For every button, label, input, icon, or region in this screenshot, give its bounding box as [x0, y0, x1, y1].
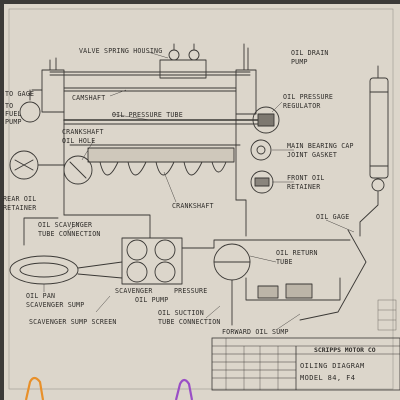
- label-oil-return: OIL RETURN: [276, 249, 318, 257]
- title-block: SCRIPPS MOTOR CO OILING DIAGRAM MODEL 84…: [211, 337, 400, 391]
- forward-oil-sump: [245, 277, 341, 301]
- label-scavenger-sump-screen: SCAVENGER SUMP SCREEN: [29, 318, 117, 326]
- binder-clips: [24, 376, 194, 400]
- label-scavenger: SCAVENGER: [115, 287, 153, 295]
- scavenger-pump-body: [121, 237, 183, 285]
- label-oil-drain: OIL DRAIN: [291, 49, 329, 57]
- diagram-labels: VALVE SPRING HOUSING OIL DRAIN PUMP TO G…: [3, 47, 354, 336]
- label-oil-pump: OIL PUMP: [135, 296, 168, 304]
- purple-clip: [174, 378, 194, 400]
- label-oil-pressure: OIL PRESSURE: [283, 93, 333, 101]
- label-front-oil: FRONT OIL: [287, 174, 325, 182]
- label-to-gage: TO GAGE: [5, 90, 34, 98]
- label-main-bearing-cap: MAIN BEARING CAP: [287, 142, 354, 150]
- paper-sheet: [4, 4, 400, 400]
- main-bearing-cap-circle: [250, 139, 272, 161]
- title-block-drawing-line2: MODEL 84, F4: [300, 374, 355, 382]
- crankshaft-oil-hole-circle: [63, 155, 93, 185]
- label-crankshaft-oil: CRANKSHAFT: [62, 128, 104, 136]
- label-tube: TUBE: [276, 258, 293, 266]
- label-forward-oil-sump: FORWARD OIL SUMP: [222, 328, 289, 336]
- engine-drawing: [9, 43, 280, 246]
- label-tube-connection: TUBE CONNECTION: [38, 230, 101, 238]
- label-retainer-right: RETAINER: [287, 183, 320, 191]
- lower-section-drawing: [9, 237, 351, 326]
- label-pump: PUMP: [291, 58, 308, 66]
- label-camshaft: CAMSHAFT: [72, 94, 105, 102]
- label-to: TO: [5, 102, 13, 110]
- crankshaft-shape: [87, 147, 235, 163]
- label-oil-suction: OIL SUCTION: [158, 309, 204, 317]
- right-head-block: [235, 69, 257, 115]
- label-regulator: REGULATOR: [283, 102, 321, 110]
- label-crankshaft: CRANKSHAFT: [172, 202, 214, 210]
- valve-spring-housing: [159, 59, 207, 79]
- label-oil-hole: OIL HOLE: [62, 137, 95, 145]
- leader-lines: [43, 51, 355, 331]
- label-fuel: FUEL: [5, 110, 22, 118]
- label-tube-connection-2: TUBE CONNECTION: [158, 318, 221, 326]
- label-scavenger-sump: SCAVENGER SUMP: [26, 301, 84, 309]
- label-retainer: RETAINER: [3, 204, 36, 212]
- paper-border: [8, 8, 394, 390]
- label-joint-gasket: JOINT GASKET: [287, 151, 337, 159]
- label-oil-pressure-tube: OIL PRESSURE TUBE: [112, 111, 183, 119]
- title-block-company: SCRIPPS MOTOR CO: [314, 346, 376, 354]
- label-oil-pan: OIL PAN: [26, 292, 55, 300]
- scavenger-tube: [63, 214, 151, 239]
- oil-drain-pump-drawing: [299, 65, 389, 321]
- label-pressure: PRESSURE: [174, 287, 207, 295]
- label-pump-left: PUMP: [5, 118, 22, 126]
- label-rear-oil: REAR OIL: [3, 195, 36, 203]
- label-valve-spring-housing: VALVE SPRING HOUSING: [79, 47, 162, 55]
- orange-clip: [24, 376, 45, 400]
- label-oil-gage: OIL GAGE: [316, 213, 349, 221]
- label-oil-scavenger: OIL SCAVENGER: [38, 221, 92, 229]
- oil-pressure-regulator: [252, 106, 280, 134]
- revision-stamp: [377, 299, 397, 331]
- title-block-drawing-line1: OILING DIAGRAM: [300, 362, 365, 370]
